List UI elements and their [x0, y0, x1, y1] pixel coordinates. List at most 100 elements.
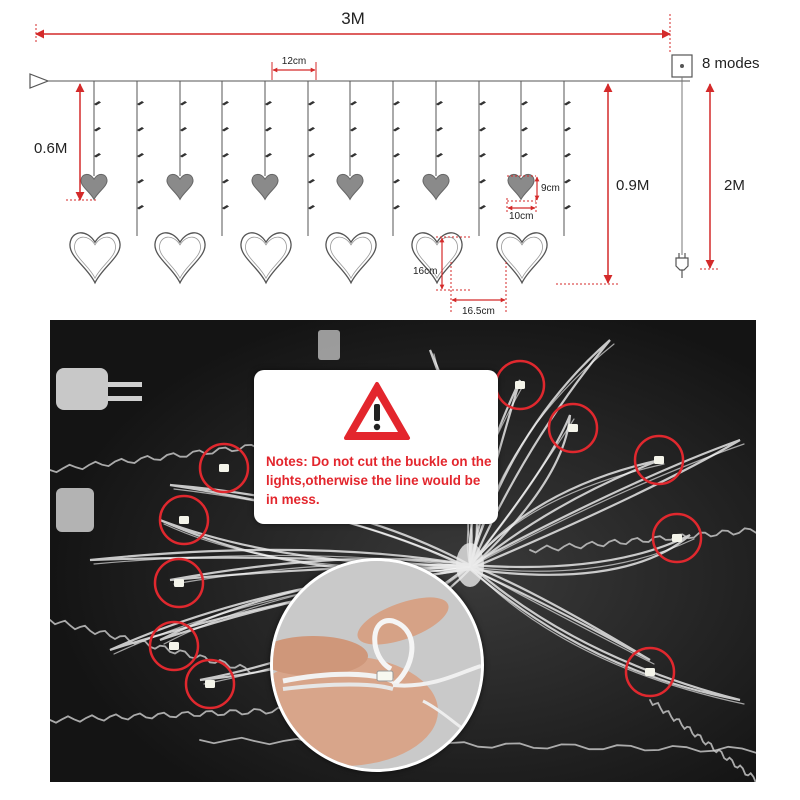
buckle-highlight-circle — [547, 402, 599, 454]
cable-length-label: 2M — [724, 177, 745, 194]
buckle-highlight-circle — [158, 494, 210, 546]
small-heart-icon — [507, 173, 535, 201]
total-length-label: 3M — [341, 9, 365, 28]
bulb-icon — [137, 205, 144, 210]
light-strands — [69, 81, 571, 285]
bulb-icon — [564, 101, 571, 106]
buckle-icon — [672, 534, 682, 542]
wire-strand — [468, 563, 741, 702]
hand-holding-buckle-illustration — [273, 561, 481, 769]
big-heart-inner-outline — [501, 236, 543, 280]
buckle-icon — [645, 668, 655, 676]
bulb-icon — [222, 153, 229, 158]
power-plug-photo-icon — [56, 330, 340, 532]
wire-strand — [469, 418, 575, 568]
bulb-icon — [137, 153, 144, 158]
bulb-icon — [521, 127, 528, 132]
notes-card: Notes: Do not cut the buckle on the ligh… — [254, 370, 498, 524]
bulb-icon — [137, 101, 144, 106]
buckle-icon — [654, 456, 664, 464]
bulb-icon — [436, 127, 443, 132]
power-plug-icon — [675, 257, 689, 271]
big-heart-height-label: 16cm — [413, 266, 437, 277]
small-heart-icon — [251, 173, 279, 201]
bulb-icon — [265, 153, 272, 158]
bulb-icon — [94, 153, 101, 158]
wire-strand — [468, 438, 741, 571]
zoom-inset — [270, 558, 484, 772]
bulb-icon — [564, 179, 571, 184]
bulb-icon — [222, 205, 229, 210]
wire-strand — [469, 538, 695, 572]
bulb-icon — [308, 101, 315, 106]
wire-strand — [50, 706, 291, 724]
bulb-icon — [436, 101, 443, 106]
buckle-icon — [179, 516, 189, 524]
wire-strand — [649, 699, 756, 782]
buckle-highlight-circle — [624, 646, 676, 698]
dimension-diagram: 3M 8 modes 12cm 0.6M 0.9M 2M — [29, 9, 760, 317]
bulb-icon — [564, 153, 571, 158]
bulb-icon — [564, 127, 571, 132]
big-heart-inner-outline — [245, 236, 287, 280]
wire-strand — [469, 566, 745, 705]
bulb-icon — [180, 153, 187, 158]
wire-strand — [469, 343, 615, 568]
bulb-icon — [265, 101, 272, 106]
bulb-icon — [180, 127, 187, 132]
big-heart-inner-outline — [330, 236, 372, 280]
buckle-highlight-circle — [148, 620, 200, 672]
bulb-icon — [479, 127, 486, 132]
buckle-icon — [174, 579, 184, 587]
wire-strand — [469, 463, 665, 568]
wire-strand — [468, 563, 651, 661]
bulb-icon — [94, 101, 101, 106]
small-heart-height-label: 9cm — [541, 183, 560, 194]
small-heart-icon — [422, 173, 450, 201]
bulb-icon — [222, 127, 229, 132]
big-heart-inner-outline — [74, 236, 116, 280]
bulb-icon — [137, 127, 144, 132]
bulb-icon — [393, 205, 400, 210]
buckle-highlight-circle — [633, 434, 685, 486]
bulb-icon — [222, 101, 229, 106]
wire-strand — [529, 527, 756, 554]
bulb-icon — [350, 127, 357, 132]
bulb-icon — [393, 153, 400, 158]
bulb-icon — [521, 101, 528, 106]
bulb-icon — [564, 205, 571, 210]
bulb-icon — [308, 205, 315, 210]
bulb-icon — [393, 179, 400, 184]
big-heart-inner-outline — [416, 236, 458, 280]
wire-strand — [469, 443, 745, 568]
bulb-icon — [393, 101, 400, 106]
bulb-icon — [308, 153, 315, 158]
big-heart-inner-outline — [159, 236, 201, 280]
bulb-icon — [479, 101, 486, 106]
buckle-icon — [205, 680, 215, 688]
buckle-highlight-circle — [198, 442, 250, 494]
buckle-highlight-circle — [651, 512, 703, 564]
bulb-icon — [436, 153, 443, 158]
wire-strand — [469, 566, 655, 665]
buckle-icon — [515, 381, 525, 389]
small-heart-icon — [166, 173, 194, 201]
bulb-icon — [222, 179, 229, 184]
modes-label: 8 modes — [702, 55, 760, 72]
end-connector-icon — [29, 73, 50, 89]
buckle-markers — [148, 359, 703, 710]
short-drop-label: 0.6M — [34, 140, 67, 157]
wire-strand — [468, 534, 691, 576]
bulb-icon — [94, 127, 101, 132]
bulb-icon — [350, 101, 357, 106]
small-heart-width-label: 10cm — [509, 211, 533, 222]
warning-triangle-icon — [344, 382, 410, 440]
bulb-icon — [521, 153, 528, 158]
buckle-highlight-circle — [184, 658, 236, 710]
big-heart-width-label: 16.5cm — [462, 306, 495, 317]
small-heart-icon — [336, 173, 364, 201]
product-photo: Notes: Do not cut the buckle on the ligh… — [50, 320, 756, 782]
buckle-icon — [219, 464, 229, 472]
bulb-icon — [393, 127, 400, 132]
